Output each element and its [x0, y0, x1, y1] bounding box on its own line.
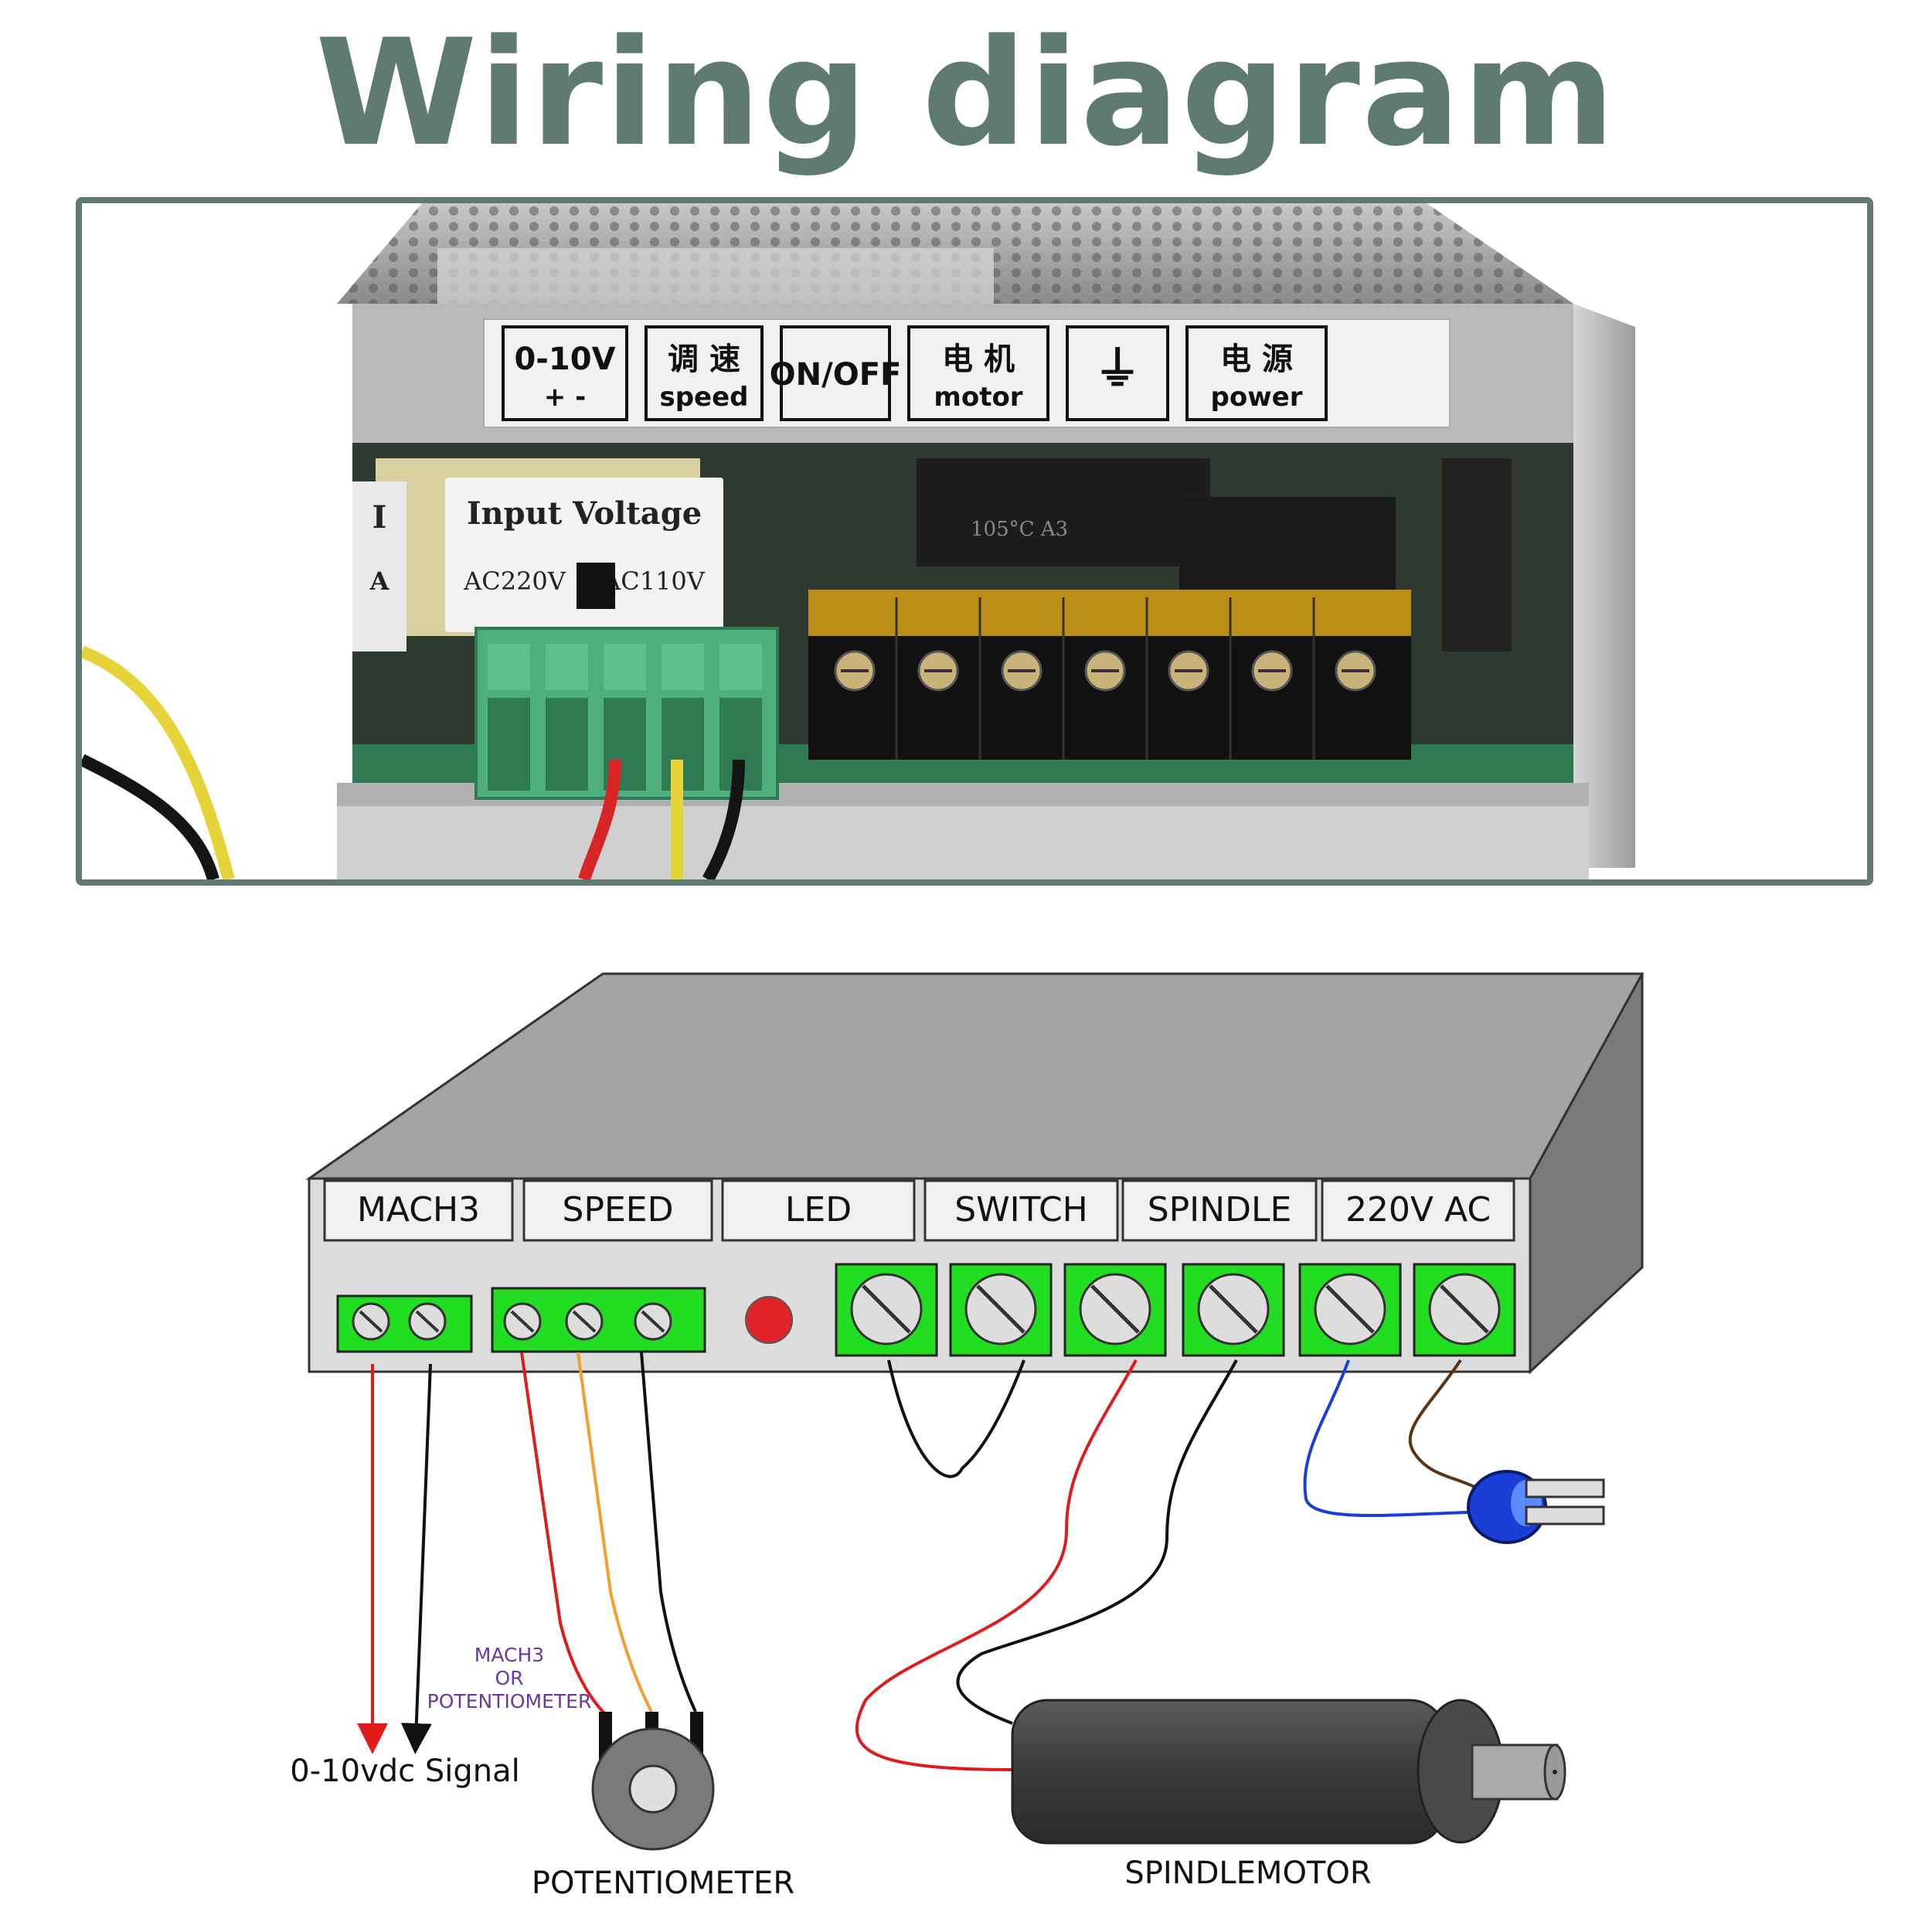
- terminal-label-box: [1321, 1179, 1515, 1242]
- terminal-label-box: [522, 1179, 713, 1242]
- led-indicator: [745, 1296, 793, 1344]
- case-side: [1573, 304, 1635, 868]
- signal-terminal-top: [546, 644, 588, 690]
- spindle-motor-device: [1011, 1699, 1566, 1845]
- potentiometer-device: [591, 1712, 715, 1851]
- sticker-cell-bottom: motor: [934, 382, 1022, 413]
- side-label-fragment-1: I: [372, 499, 387, 536]
- potentiometer-label: POTENTIOMETER: [532, 1866, 794, 1901]
- signal-label: 0-10vdc Signal: [290, 1753, 519, 1789]
- mach3-or-pot-line3: POTENTIOMETER: [427, 1690, 592, 1713]
- terminal-label: SPEED: [563, 1190, 674, 1230]
- sticker-cell: [1066, 325, 1169, 421]
- spindle-wire-black: [956, 1359, 1238, 1725]
- heat-part: [1442, 458, 1512, 651]
- signal-terminal-top: [719, 644, 762, 690]
- terminal-label: SPINDLE: [1148, 1190, 1292, 1230]
- spec-label: [437, 248, 994, 310]
- spindle-motor-label: SPINDLEMOTOR: [1124, 1855, 1371, 1891]
- signal-terminal-slot: [488, 698, 530, 791]
- voltage-label: [445, 478, 723, 632]
- sticker-cell-bottom: power: [1211, 382, 1303, 413]
- photo-wire-black: [702, 759, 745, 879]
- side-label: [352, 481, 406, 651]
- pot-wire-orange: [577, 1352, 653, 1713]
- sticker-cell-top: 0-10V: [514, 342, 615, 377]
- capacitor: [917, 458, 1210, 566]
- terminal-label-box: [923, 1179, 1119, 1242]
- spindle-wire-red: [855, 1359, 1138, 1771]
- sticker-cell-top: ⏚: [1094, 342, 1141, 396]
- bridge-rectifier: [1179, 497, 1396, 605]
- sticker-cell-bottom: speed: [659, 382, 748, 413]
- mach3-or-pot-line2: OR: [495, 1667, 523, 1689]
- terminal-label: SWITCH: [954, 1190, 1088, 1230]
- pot-wire-black: [640, 1352, 697, 1713]
- terminal-label-box: [721, 1179, 916, 1242]
- ac-wire-brown: [1408, 1359, 1477, 1489]
- sticker-cell: [780, 325, 891, 421]
- box-top-face: [305, 972, 1645, 1180]
- sticker-cell: [502, 325, 628, 421]
- signal-terminal-top: [488, 644, 530, 690]
- page-title: Wiring diagram: [315, 8, 1617, 179]
- terminal-label: 220V AC: [1345, 1190, 1491, 1230]
- sticker-cell-top: ON/OFF: [770, 357, 902, 393]
- sticker-cell-bottom: + -: [544, 382, 586, 413]
- sticker-cell: [907, 325, 1049, 421]
- ac-plug: [1467, 1470, 1605, 1544]
- terminal-label: LED: [785, 1190, 852, 1230]
- sticker-cell-top: 电 源: [1220, 342, 1293, 377]
- signal-terminal-top: [662, 644, 704, 690]
- switch-jumper-wire: [887, 1359, 1026, 1478]
- voltage-option-220: AC220V: [463, 566, 566, 596]
- voltage-jumper: [577, 563, 615, 609]
- sticker-cell: [1185, 325, 1328, 421]
- capacitor-text: 105°C A3: [971, 518, 1068, 541]
- ac-wire-blue: [1303, 1359, 1469, 1518]
- terminal-cover: [808, 590, 1411, 636]
- signal-wire-black: [400, 1363, 432, 1754]
- voltage-option-110: AC110V: [602, 566, 706, 596]
- side-label-fragment-2: A: [369, 566, 390, 596]
- photo-wire-black-left: [82, 753, 219, 879]
- photo-wire-yellow-left: [82, 645, 235, 879]
- terminal-label-box: [323, 1179, 514, 1242]
- sticker-cell-top: 调 速: [668, 342, 740, 377]
- photo-wire-red: [578, 759, 621, 879]
- signal-terminal-slot: [546, 698, 588, 791]
- sticker-cell: [645, 325, 764, 421]
- terminal-label: MACH3: [357, 1190, 480, 1230]
- input-voltage-text: Input Voltage: [467, 495, 702, 532]
- sticker-cell-top: 电 机: [942, 342, 1015, 377]
- mach3-or-pot-line1: MACH3: [474, 1644, 544, 1666]
- terminal-label-box: [1121, 1179, 1318, 1242]
- pot-wire-red: [520, 1352, 608, 1717]
- signal-terminal-top: [604, 644, 646, 690]
